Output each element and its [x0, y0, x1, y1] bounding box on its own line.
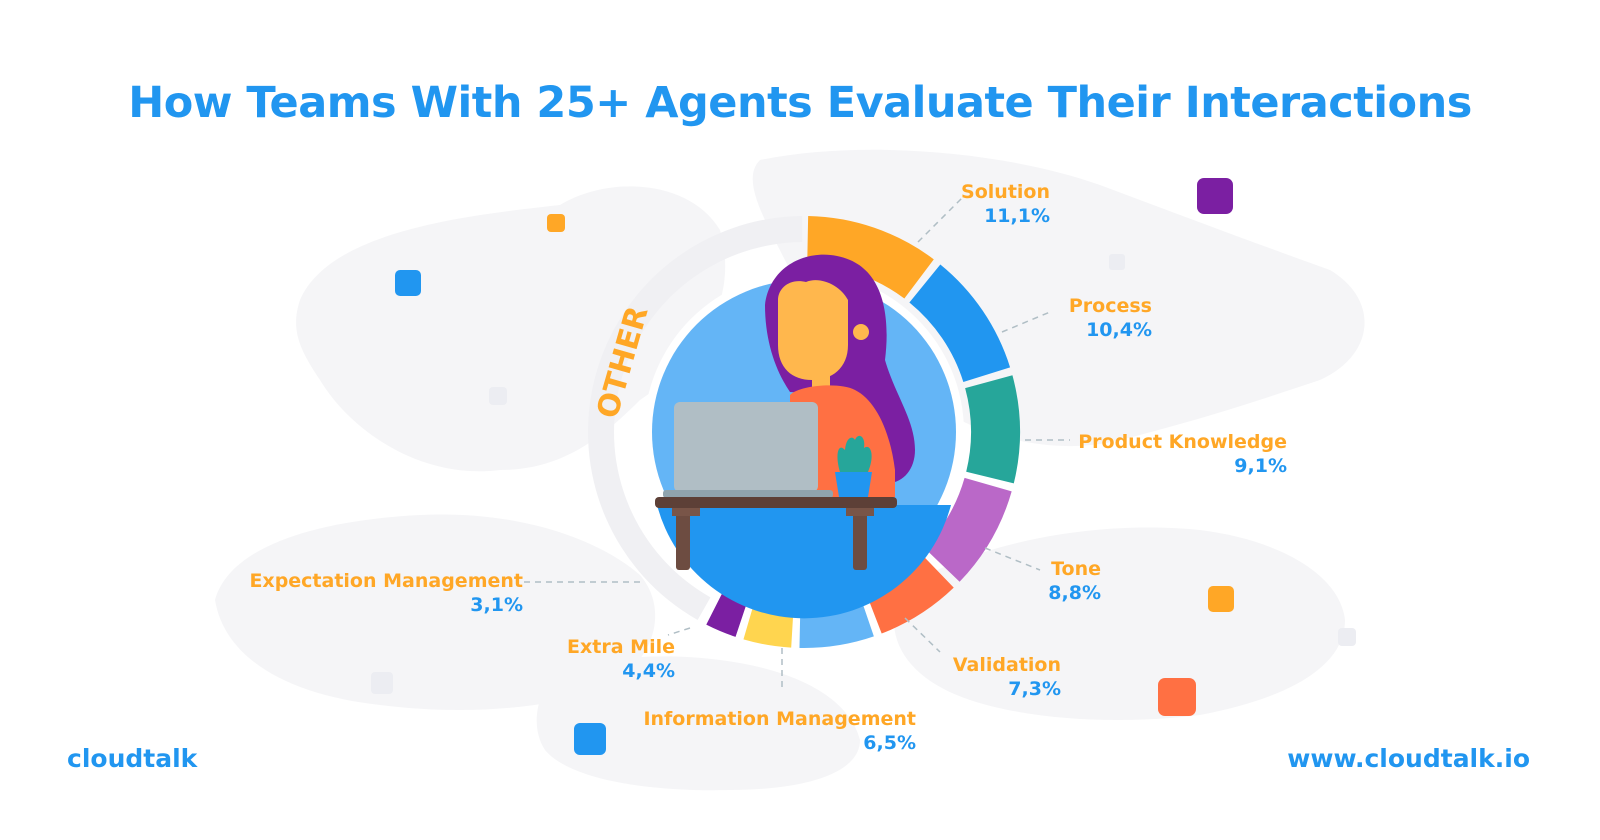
- laptop-base: [663, 490, 833, 498]
- segment-process: [909, 264, 1011, 382]
- segment-label: Solution: [961, 181, 1050, 203]
- plant-pot: [835, 472, 872, 497]
- leader-line: [667, 627, 691, 636]
- background-blob-bottom: [536, 656, 860, 791]
- segment-product-knowledge: [965, 375, 1020, 484]
- leader-line: [1001, 311, 1051, 333]
- segment-value: 9,1%: [1234, 455, 1287, 477]
- segment-value: 8,8%: [1048, 582, 1101, 604]
- decor-square-blue-left: [395, 270, 421, 296]
- desk-leg-left: [676, 508, 690, 570]
- segment-label: Validation: [953, 654, 1061, 676]
- segment-tone: [924, 477, 1012, 582]
- background-blob-bottom-left: [215, 514, 656, 710]
- desk-leg-right: [853, 508, 867, 570]
- leader-line: [984, 547, 1041, 571]
- laptop-screen: [674, 402, 818, 492]
- plant-leaves-icon: [837, 435, 872, 472]
- decor-square-gray-bottom-left: [371, 672, 393, 694]
- desk-drawer-right: [846, 508, 874, 516]
- decor-square-gray-left: [489, 387, 507, 405]
- segment-solution: [807, 216, 934, 299]
- decor-square-gray-right: [1338, 628, 1356, 646]
- segment-label: Information Management: [643, 708, 916, 730]
- other-segment: [588, 216, 803, 620]
- background-blob-left: [296, 186, 726, 472]
- segment-label: Tone: [1051, 558, 1101, 580]
- desk-drawer-left: [672, 508, 700, 516]
- segment-value: 6,5%: [863, 732, 916, 754]
- decor-square-coral: [1158, 678, 1196, 716]
- decor-square-orange-right: [1208, 586, 1234, 612]
- face: [778, 280, 848, 380]
- segment-value: 11,1%: [984, 205, 1050, 227]
- desk-top: [655, 497, 897, 508]
- leader-lines: [520, 197, 1070, 690]
- segment-label: Process: [1069, 295, 1152, 317]
- desk-surface-blue: [657, 505, 951, 619]
- segment-value: 4,4%: [622, 660, 675, 682]
- brand-logo-text: cloudtalk: [67, 744, 198, 773]
- segment-value: 10,4%: [1086, 319, 1152, 341]
- leader-line: [904, 617, 941, 653]
- segment-label: Product Knowledge: [1078, 431, 1287, 453]
- segment-label: Extra Mile: [567, 636, 675, 658]
- segment-value: 7,3%: [1008, 678, 1061, 700]
- background-blob-bottom-right: [893, 527, 1345, 720]
- decor-square-gray-top-right: [1109, 254, 1125, 270]
- decor-square-blue-bottom: [574, 723, 606, 755]
- website-url[interactable]: www.cloudtalk.io: [1287, 744, 1530, 773]
- ear: [853, 324, 869, 340]
- decor-square-orange-small: [547, 214, 565, 232]
- segment-label: Expectation Management: [249, 570, 523, 592]
- page-title: How Teams With 25+ Agents Evaluate Their…: [128, 78, 1472, 128]
- person-at-laptop-illustration: [652, 254, 956, 619]
- decor-square-purple: [1197, 178, 1233, 214]
- segment-value: 3,1%: [470, 594, 523, 616]
- segment-validation: [864, 552, 954, 634]
